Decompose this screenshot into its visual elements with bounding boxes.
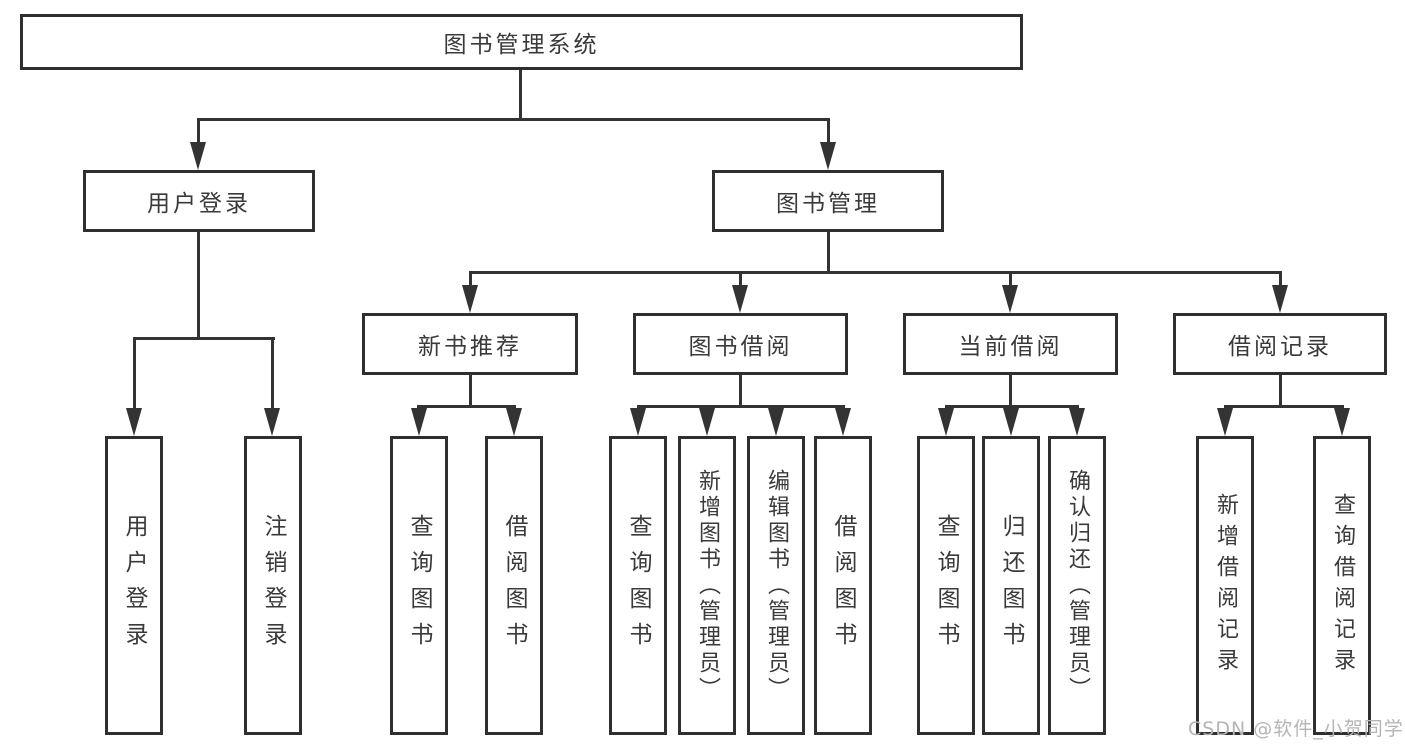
- leaf-edit-book-admin: 编辑图书（管理员）: [747, 436, 805, 735]
- leaf-add-book-admin-label: 新增图书（管理员）: [695, 468, 720, 703]
- node-current-borrow-label: 当前借阅: [958, 334, 1063, 360]
- leaf-borrow-books-recommend: 借阅图书: [485, 436, 543, 735]
- leaf-query-borrow-record-label: 查询借阅记录: [1330, 492, 1355, 679]
- arrowhead-down-icon: [126, 408, 142, 436]
- connector-drop-book-borrow: [739, 271, 742, 285]
- leaf-query-borrow-record: 查询借阅记录: [1313, 436, 1371, 735]
- arrowhead-down-icon: [462, 285, 478, 313]
- connector-level2-rail: [197, 118, 830, 121]
- leaf-query-books-recommend: 查询图书: [390, 436, 448, 735]
- leaf-borrow-books-borrow: 借阅图书: [814, 436, 872, 735]
- arrowhead-down-icon: [1272, 285, 1288, 313]
- connector-borrow-records-rail: [1224, 405, 1344, 408]
- arrowhead-down-icon: [264, 408, 280, 436]
- connector-new-book-stem: [469, 375, 472, 407]
- connector-book-borrow-rail: [637, 405, 845, 408]
- leaf-edit-book-admin-label: 编辑图书（管理员）: [764, 468, 789, 703]
- arrowhead-down-icon: [1002, 285, 1018, 313]
- node-new-book-recommend-label: 新书推荐: [418, 334, 522, 360]
- connector-user-login-rail: [133, 337, 275, 340]
- connector-drop-leaf-user-login: [133, 337, 136, 408]
- node-new-book-recommend: 新书推荐: [362, 313, 578, 375]
- node-borrow-records: 借阅记录: [1173, 313, 1387, 375]
- arrowhead-down-icon: [835, 408, 851, 436]
- leaf-query-books-borrow: 查询图书: [609, 436, 667, 735]
- leaf-logout: 注销登录: [244, 436, 302, 735]
- node-root: 图书管理系统: [20, 14, 1023, 70]
- arrowhead-down-icon: [699, 408, 715, 436]
- connector-drop-new-book: [469, 271, 472, 285]
- node-root-label: 图书管理系统: [443, 32, 600, 58]
- leaf-query-books-current: 查询图书: [917, 436, 975, 735]
- leaf-add-borrow-record: 新增借阅记录: [1196, 436, 1254, 735]
- connector-drop-current-borrow: [1009, 271, 1012, 285]
- connector-level3-rail: [469, 271, 1282, 274]
- connector-current-borrow-stem: [1009, 375, 1012, 407]
- arrowhead-down-icon: [768, 408, 784, 436]
- connector-current-borrow-rail: [945, 405, 1079, 408]
- node-book-borrow-label: 图书借阅: [688, 334, 793, 360]
- arrowhead-down-icon: [938, 408, 954, 436]
- leaf-confirm-return-admin: 确认归还（管理员）: [1048, 436, 1106, 735]
- leaf-query-books-borrow-label: 查询图书: [625, 513, 651, 658]
- connector-drop-borrow-records: [1279, 271, 1282, 285]
- arrowhead-down-icon: [1334, 408, 1350, 436]
- leaf-add-book-admin: 新增图书（管理员）: [678, 436, 736, 735]
- node-book-management: 图书管理: [712, 170, 944, 232]
- leaf-return-book: 归还图书: [982, 436, 1040, 735]
- leaf-confirm-return-admin-label: 确认归还（管理员）: [1065, 468, 1090, 703]
- node-user-login-label: 用户登录: [147, 191, 251, 217]
- watermark: CSDN @软件_小贺同学: [1188, 718, 1404, 740]
- arrowhead-down-icon: [1003, 408, 1019, 436]
- node-book-borrow: 图书借阅: [633, 313, 848, 375]
- leaf-query-books-current-label: 查询图书: [933, 513, 959, 658]
- connector-book-borrow-stem: [739, 375, 742, 407]
- connector-drop-user-login: [197, 118, 200, 142]
- connector-borrow-records-stem: [1279, 375, 1282, 407]
- leaf-query-books-recommend-label: 查询图书: [406, 513, 432, 658]
- arrowhead-down-icon: [190, 142, 206, 170]
- arrowhead-down-icon: [1217, 408, 1233, 436]
- leaf-logout-label: 注销登录: [260, 513, 286, 658]
- arrowhead-down-icon: [506, 408, 522, 436]
- connector-drop-leaf-logout: [271, 337, 274, 408]
- arrowhead-down-icon: [1069, 408, 1085, 436]
- arrowhead-down-icon: [732, 285, 748, 313]
- arrowhead-down-icon: [411, 408, 427, 436]
- arrowhead-down-icon: [820, 142, 836, 170]
- node-book-management-label: 图书管理: [776, 191, 880, 217]
- leaf-return-book-label: 归还图书: [998, 513, 1024, 658]
- node-user-login: 用户登录: [83, 170, 315, 232]
- connector-new-book-rail: [417, 405, 516, 408]
- leaf-user-login-label: 用户登录: [121, 513, 147, 658]
- arrowhead-down-icon: [630, 408, 646, 436]
- connector-user-login-stem: [197, 232, 200, 337]
- leaf-borrow-books-borrow-label: 借阅图书: [830, 513, 856, 658]
- node-current-borrow: 当前借阅: [903, 313, 1118, 375]
- connector-drop-book-management: [827, 118, 830, 142]
- connector-root-stem: [519, 70, 522, 118]
- leaf-add-borrow-record-label: 新增借阅记录: [1213, 492, 1238, 679]
- connector-book-management-stem: [827, 232, 830, 271]
- leaf-user-login: 用户登录: [105, 436, 163, 735]
- node-borrow-records-label: 借阅记录: [1228, 334, 1332, 360]
- leaf-borrow-books-recommend-label: 借阅图书: [501, 513, 527, 658]
